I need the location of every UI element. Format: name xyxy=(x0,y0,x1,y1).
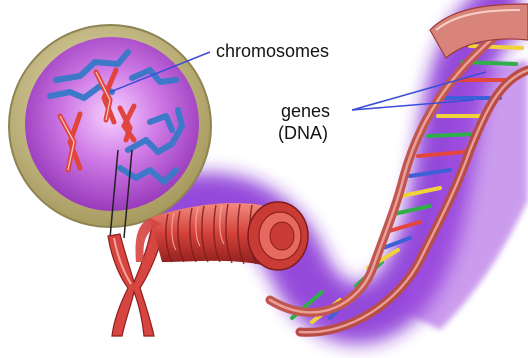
dna-label: (DNA) xyxy=(278,123,328,144)
chromosomes-label: chromosomes xyxy=(216,41,329,62)
genes-label: genes xyxy=(281,101,330,122)
cell-nucleus-icon xyxy=(9,25,211,227)
